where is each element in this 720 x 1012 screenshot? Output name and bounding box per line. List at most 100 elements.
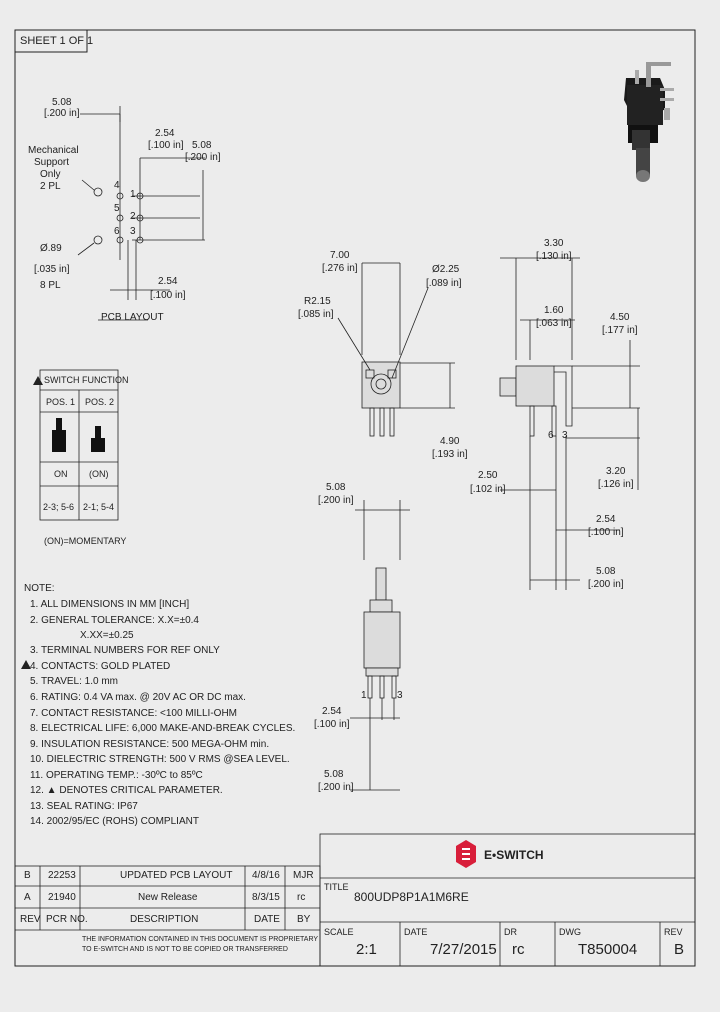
side-dim-450-in: [.177 in] [602, 325, 638, 336]
rev-row-a-rev: A [24, 892, 31, 903]
scale-label: SCALE [324, 927, 354, 937]
confidential-line-2: TO E-SWITCH AND IS NOT TO BE COPIED OR T… [82, 946, 288, 953]
rev-row-a-pcr: 21940 [48, 892, 76, 903]
rev-header-pcr: PCR NO. [46, 914, 88, 925]
rev-row-a-by: rc [297, 892, 306, 903]
rev-row-b-by: MJR [293, 870, 314, 881]
title-value: 800UDP8P1A1M6RE [354, 890, 469, 904]
side-dim-450: 4.50 [610, 312, 630, 323]
front-dia-in: [.089 in] [426, 278, 462, 289]
conn-pos2: 2-1; 5-4 [83, 502, 115, 512]
top-dim-254-in: [.100 in] [314, 719, 350, 730]
dr-value: rc [512, 941, 525, 958]
front-height: 4.90 [440, 436, 460, 447]
side-dim-250: 2.50 [478, 470, 498, 481]
top-dim-508-bottom-in: [.200 in] [318, 782, 354, 793]
top-dim-508-in: [.200 in] [318, 495, 354, 506]
switch-function-table [39, 369, 119, 521]
pos2-label: POS. 2 [85, 397, 115, 407]
note-10: 10. DIELECTRIC STRENGTH: 500 V RMS @SEA … [30, 754, 290, 765]
date-value: 7/27/2015 [430, 941, 497, 958]
pcb-dim-508-in: [.200 in] [185, 152, 221, 163]
rev-label: REV [664, 927, 683, 937]
date-label: DATE [404, 927, 428, 937]
eswitch-logo-icon [456, 840, 476, 868]
pin-left-5: 5 [114, 203, 120, 214]
pcb-dim-254-in: [.100 in] [148, 140, 184, 151]
top-dim-508: 5.08 [326, 482, 346, 493]
note-6: 6. RATING: 0.4 VA max. @ 20V AC OR DC ma… [30, 692, 246, 703]
side-dim-320: 3.20 [606, 466, 626, 477]
pcb-dim-508: 5.08 [192, 140, 212, 151]
mech-label-2: Support [34, 157, 70, 168]
rev-header-date: DATE [254, 914, 280, 925]
mech-label-4: 2 PL [40, 181, 61, 192]
scale-value: 2:1 [356, 941, 377, 958]
rev-header-rev: REV [20, 914, 41, 925]
critical-triangle-icon [33, 376, 43, 385]
rev-value: B [674, 941, 685, 958]
top-pin-1: 1 [361, 690, 367, 701]
pin-right-1: 1 [130, 189, 136, 200]
conn-pos1: 2-3; 5-6 [43, 502, 75, 512]
side-dim-508: 5.08 [596, 566, 616, 577]
switch-function-header: SWITCH FUNCTION [44, 375, 129, 385]
pos1-label: POS. 1 [46, 397, 76, 407]
rev-header-by: BY [297, 914, 311, 925]
dwg-label: DWG [559, 927, 581, 937]
dr-label: DR [504, 927, 517, 937]
pcb-dim-254: 2.54 [155, 128, 175, 139]
rev-row-a-date: 8/3/15 [252, 892, 280, 903]
note-7: 7. CONTACT RESISTANCE: <100 MILLI-OHM [30, 708, 237, 719]
pin-left-4: 4 [114, 180, 120, 191]
state-pos1: ON [54, 469, 68, 479]
note-14: 14. 2002/95/EC (ROHS) COMPLIANT [30, 816, 199, 827]
side-dim-330: 3.30 [544, 238, 564, 249]
note-2b: X.XX=±0.25 [80, 630, 134, 641]
critical-triangle-icon-note [21, 660, 31, 669]
rev-row-b-desc: UPDATED PCB LAYOUT [120, 870, 233, 881]
hole-dia-in: [.035 in] [34, 264, 70, 275]
front-view [337, 262, 455, 437]
note-8: 8. ELECTRICAL LIFE: 6,000 MAKE-AND-BREAK… [30, 723, 296, 734]
pcb-layout [77, 106, 205, 321]
note-5: 5. TRAVEL: 1.0 mm [30, 676, 118, 687]
hole-dia: Ø.89 [40, 243, 62, 254]
note-12: 12. ▲ DENOTES CRITICAL PARAMETER. [30, 785, 223, 796]
rev-header-desc: DESCRIPTION [130, 914, 199, 925]
rev-row-a-desc: New Release [138, 892, 198, 903]
pin-left-6: 6 [114, 226, 120, 237]
side-dim-254: 2.54 [596, 514, 616, 525]
rev-row-b-pcr: 22253 [48, 870, 76, 881]
pcb-dim-bottom-in: [.100 in] [150, 290, 186, 301]
top-view [350, 500, 410, 791]
note-3: 3. TERMINAL NUMBERS FOR REF ONLY [30, 645, 220, 656]
rev-row-b-date: 4/8/16 [252, 870, 280, 881]
side-dim-160: 1.60 [544, 305, 564, 316]
notes-header: NOTE: [24, 583, 55, 594]
pcb-dim-top-in: [.200 in] [44, 108, 80, 119]
side-dim-160-in: [.063 in] [536, 318, 572, 329]
sheet-label: SHEET 1 OF 1 [20, 35, 94, 47]
note-9: 9. INSULATION RESISTANCE: 500 MEGA-OHM m… [30, 739, 270, 750]
brand-name: E•SWITCH [484, 848, 544, 862]
side-pin-3: 3 [562, 430, 568, 441]
front-dim-width: 7.00 [330, 250, 350, 261]
top-dim-508-bottom: 5.08 [324, 769, 344, 780]
dwg-value: T850004 [578, 941, 638, 958]
side-dim-250-in: [.102 in] [470, 484, 506, 495]
front-radius: R2.15 [304, 296, 331, 307]
hole-count: 8 PL [40, 280, 61, 291]
mech-label-3: Only [40, 169, 61, 180]
top-pin-3: 3 [397, 690, 403, 701]
confidential-line-1: THE INFORMATION CONTAINED IN THIS DOCUME… [82, 936, 319, 943]
side-dim-508-in: [.200 in] [588, 579, 624, 590]
note-1: 1. ALL DIMENSIONS IN MM [INCH] [30, 599, 190, 610]
title-label: TITLE [324, 882, 349, 892]
switch-3d-render [624, 62, 674, 182]
note-4: 4. CONTACTS: GOLD PLATED [30, 661, 171, 672]
note-11: 11. OPERATING TEMP.: -30ºC to 85ºC [30, 770, 203, 781]
note-13: 13. SEAL RATING: IP67 [30, 801, 138, 812]
front-height-in: [.193 in] [432, 449, 468, 460]
front-dim-width-in: [.276 in] [322, 263, 358, 274]
